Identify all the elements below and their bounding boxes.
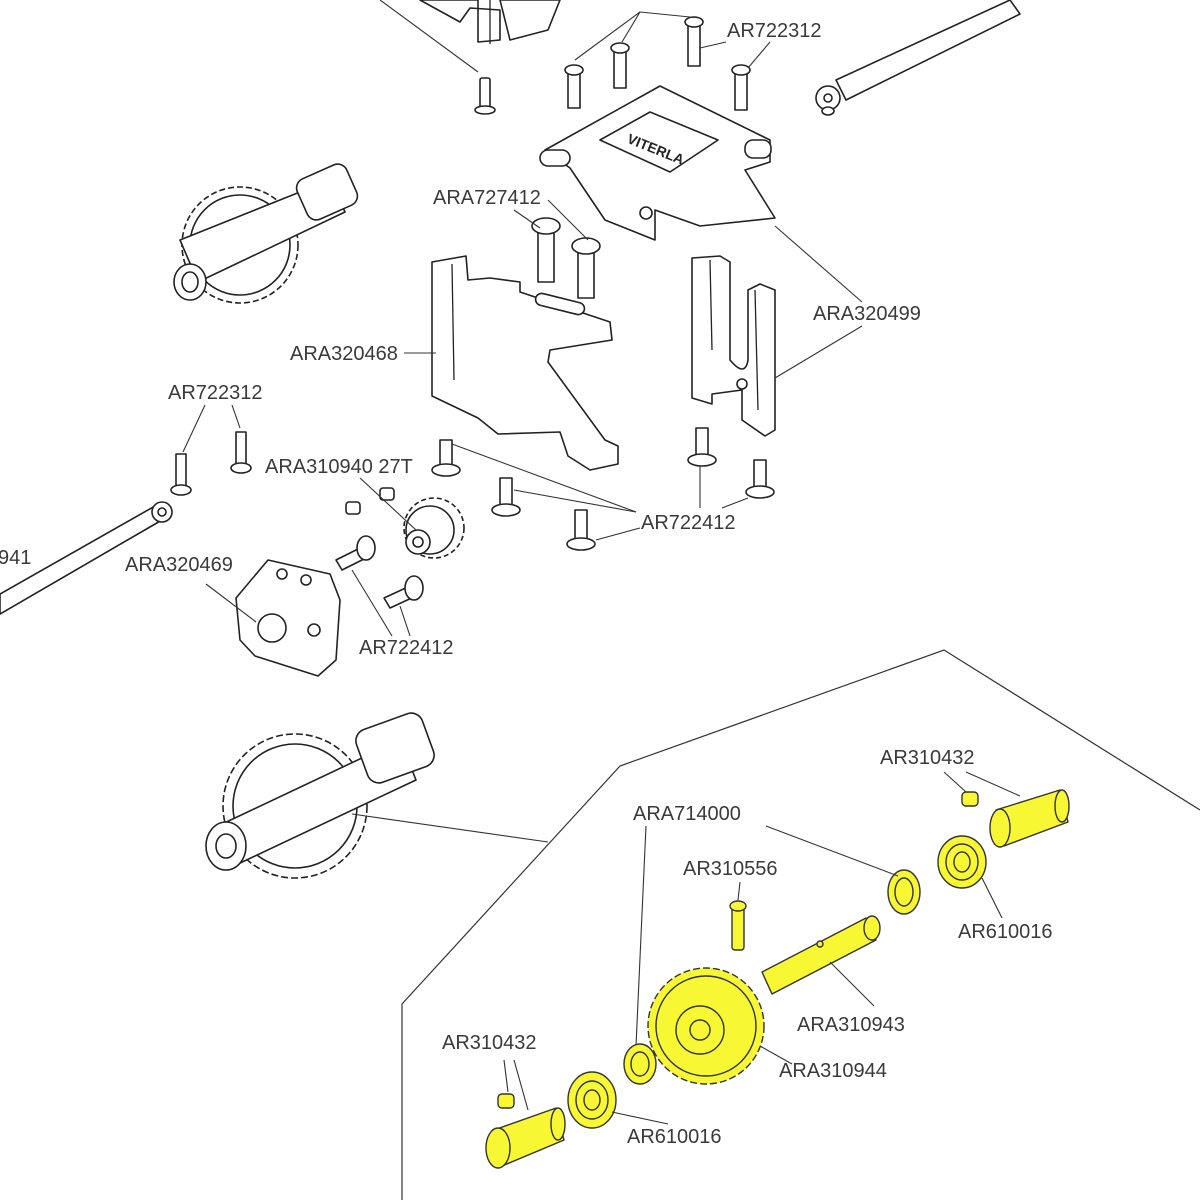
spacer-ara714000-bottom	[623, 1043, 657, 1085]
motor-mount-plate: VITERLA	[539, 85, 776, 241]
label-ar310556: AR310556	[683, 858, 778, 880]
screw-top-1	[474, 77, 496, 115]
leader-ar610016-top	[981, 877, 1003, 919]
label-ar722412-right: AR722412	[641, 512, 736, 534]
differential-assembly-middle	[205, 712, 435, 879]
label-ara310943: ARA310943	[797, 1014, 905, 1036]
driveshaft-left	[0, 501, 173, 615]
leader-ara310944	[759, 1045, 793, 1065]
outdrive-ar310432-bottom	[485, 1107, 566, 1169]
screw-ar722412-3	[566, 509, 596, 551]
shaft-ara310943	[761, 915, 881, 995]
leader-ara320469	[205, 583, 257, 623]
label-ara320468: ARA320468	[290, 343, 398, 365]
label-ar722312-left: AR722312	[168, 382, 263, 404]
screw-top-2	[564, 64, 584, 109]
label-ara727412: ARA727412	[433, 187, 541, 209]
label-ar310432-top: AR310432	[880, 747, 975, 769]
leader-ar310556	[737, 881, 741, 901]
mount-block-ara320469	[235, 559, 341, 677]
label-ara310940: ARA310940 27T	[265, 456, 413, 478]
outdrive-ar310432-top	[989, 789, 1070, 848]
bracket-ara320499	[691, 255, 776, 437]
screw-top-3	[610, 42, 630, 89]
bearing-ar610016-top	[937, 835, 987, 889]
screw-ar722412-bottom-1	[335, 535, 376, 571]
leader-ara714000-a	[765, 825, 899, 877]
screw-ar722412-1	[431, 439, 461, 477]
label-ara714000: ARA714000	[633, 803, 741, 825]
screw-ar722412-5	[745, 459, 775, 499]
leaders-ar310432-top	[943, 771, 1021, 797]
screw-ara727412-1	[531, 217, 561, 283]
setscrew-2	[379, 487, 395, 501]
detail-frame	[401, 649, 1200, 1200]
label-ara320469: ARA320469	[125, 554, 233, 576]
leader-ara310943	[829, 961, 875, 1007]
leader-diff-to-detail	[351, 813, 549, 843]
driveshaft-top-right	[815, 0, 1021, 116]
leaders-ara320499	[774, 225, 863, 379]
screw-ar722412-2	[491, 477, 521, 517]
screw-ar722312-left-2	[230, 431, 252, 474]
label-ara320499: ARA320499	[813, 303, 921, 325]
differential-gear-top-left	[173, 163, 359, 304]
bracket-ara320468	[431, 255, 619, 471]
leaders-ar310432-bottom	[503, 1059, 529, 1111]
spacer-ara714000-top	[887, 869, 921, 915]
pinion-gear-ara310940	[403, 497, 465, 559]
leaders-ara727412	[513, 199, 589, 241]
pin-ar310432-bottom	[497, 1093, 515, 1109]
label-ar610016-top: AR610016	[958, 921, 1053, 943]
label-ar610016-bottom: AR610016	[627, 1126, 722, 1148]
leader-ara714000-b	[635, 825, 647, 1047]
screw-top-4	[684, 16, 704, 67]
screw-ar310556	[729, 900, 747, 951]
label-ara310944: ARA310944	[779, 1060, 887, 1082]
leader-ar610016-bottom	[611, 1111, 669, 1125]
bearing-ar610016-bottom	[567, 1071, 617, 1129]
screw-ara727412-2	[571, 237, 601, 299]
leaders-ar722412-bottom	[351, 569, 411, 637]
leaders-top	[379, 0, 771, 73]
screw-ar722412-bottom-2	[383, 575, 424, 609]
label-ar310432-bottom: AR310432	[442, 1032, 537, 1054]
pin-ar310432-top	[961, 791, 979, 807]
setscrew-1	[345, 501, 361, 515]
spur-gear-ara310944	[647, 967, 765, 1085]
label-ar722312-top: AR722312	[727, 20, 822, 42]
screw-ar722312-left-1	[170, 453, 192, 496]
leaders-ar722312-left	[182, 404, 241, 453]
upper-housing-fragment	[419, 0, 561, 44]
screw-ar722412-4	[687, 427, 717, 467]
leaders-ar722412-right	[451, 443, 749, 541]
screw-top-5	[731, 64, 751, 111]
label-941-cut: 941	[0, 547, 31, 569]
label-ar722412-bottom: AR722412	[359, 637, 454, 659]
leader-ara310940	[359, 477, 417, 531]
